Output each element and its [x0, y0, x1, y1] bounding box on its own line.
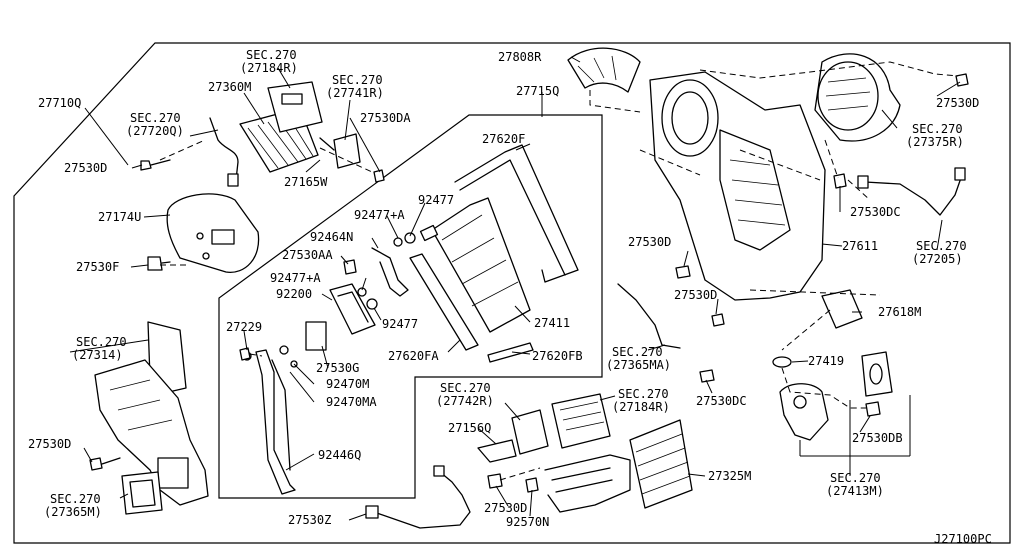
label-27530D-tr: 27530D: [936, 96, 979, 110]
dashed-guides: [159, 61, 959, 481]
label-27618M: 27618M: [878, 305, 921, 319]
label-sec-270-a: SEC.270: [246, 48, 297, 62]
label-27314: (27314): [72, 348, 123, 362]
label-27411: 27411: [534, 316, 570, 330]
expansion-valve-92200: [305, 283, 376, 351]
label-27530D-c: 27530D: [628, 235, 671, 249]
label-27620FA: 27620FA: [388, 349, 439, 363]
label-27530DA: 27530DA: [360, 111, 411, 125]
label-27156Q: 27156Q: [448, 421, 491, 435]
label-sec-270-e: SEC.270: [50, 492, 101, 506]
label-27413M: (27413M): [826, 484, 884, 498]
harness-27530Z: [365, 465, 471, 529]
bracket-27620F: [454, 144, 579, 283]
duct-27314: [94, 321, 209, 506]
label-92570N: 92570N: [506, 515, 549, 529]
pipe-92446Q: [255, 349, 296, 495]
actuator-27741R: [319, 133, 361, 169]
label-sec-270-k: SEC.270: [618, 387, 669, 401]
label-27620FB: 27620FB: [532, 349, 583, 363]
label-27360M: 27360M: [208, 80, 251, 94]
pipe-92464N: [371, 224, 439, 297]
leader-lines: [69, 56, 961, 521]
label-27710Q: 27710Q: [38, 96, 81, 110]
label-27620F: 27620F: [482, 132, 525, 146]
label-27174U: 27174U: [98, 210, 141, 224]
blower-fan-27375R: [814, 53, 901, 142]
label-sec-270-f: SEC.270: [912, 122, 963, 136]
seal-27620FA: [409, 253, 479, 351]
housing-27611: [649, 71, 826, 301]
harness-27205: [857, 167, 966, 216]
label-27530DB: 27530DB: [852, 431, 903, 445]
label-sec-270-h: SEC.270: [612, 345, 663, 359]
label-27720Q: (27720Q): [126, 124, 184, 138]
control-27742R: [511, 409, 549, 455]
label-92446Q: 92446Q: [318, 448, 361, 462]
diagram-code: J27100PC: [934, 532, 992, 546]
sensor-27720Q: [209, 117, 239, 187]
seal-27620FB: [487, 342, 534, 363]
label-27741R: (27741R): [326, 86, 384, 100]
label-27808R: 27808R: [498, 50, 542, 64]
label-27184R-a: (27184R): [240, 61, 298, 75]
label-27229: 27229: [226, 320, 262, 334]
label-92470MA: 92470MA: [326, 395, 377, 409]
label-sec-270-i: SEC.270: [830, 471, 881, 485]
label-sec-270-b: SEC.270: [332, 73, 383, 87]
actuator-27618M: [821, 289, 863, 329]
label-sec-270-j: SEC.270: [440, 381, 491, 395]
label-27530F: 27530F: [76, 260, 119, 274]
label-27375R: (27375R): [906, 135, 964, 149]
washer-27419: [772, 356, 792, 368]
label-92477-a: 92477: [418, 193, 454, 207]
evaporator-27411: [431, 197, 531, 333]
label-92470M: 92470M: [326, 377, 369, 391]
label-92464N: 92464N: [310, 230, 353, 244]
motor-27413M: [779, 383, 829, 441]
label-27530Z: 27530Z: [288, 513, 331, 527]
label-27530D-a: 27530D: [64, 161, 107, 175]
grommet: [861, 351, 893, 397]
duct-27808R: [567, 47, 641, 93]
label-sec-270-c: SEC.270: [130, 111, 181, 125]
part-labels: 27710Q SEC.270 (27184R) 27360M SEC.270 (…: [28, 48, 992, 546]
label-27715Q: 27715Q: [516, 84, 559, 98]
label-27530G: 27530G: [316, 361, 359, 375]
label-27325M: 27325M: [708, 469, 751, 483]
label-27530D-e: 27530D: [484, 501, 527, 515]
o-rings-92477: [279, 232, 416, 368]
evaporator-subframe: [218, 114, 603, 499]
label-27365MA: (27365MA): [606, 358, 671, 372]
label-27611: 27611: [842, 239, 878, 253]
label-sec-270-g: SEC.270: [916, 239, 967, 253]
label-27530D-b: 27530D: [28, 437, 71, 451]
label-92477A-b: 92477+A: [270, 271, 321, 285]
heater-core-27325M: [544, 419, 693, 513]
label-27184R-b: (27184R): [612, 400, 670, 414]
seal-27365M: [121, 471, 163, 515]
label-27530D-d: 27530D: [674, 288, 717, 302]
label-27365M: (27365M): [44, 505, 102, 519]
label-27419: 27419: [808, 354, 844, 368]
label-sec-270-d: SEC.270: [76, 335, 127, 349]
label-92200: 92200: [276, 287, 312, 301]
outer-frame: [13, 42, 1011, 544]
control-27184Rb: [551, 393, 611, 449]
label-27205: (27205): [912, 252, 963, 266]
label-27530DC-a: 27530DC: [850, 205, 901, 219]
link-27156Q: [477, 439, 517, 463]
label-92477-b: 92477: [382, 317, 418, 331]
label-27165W: 27165W: [284, 175, 328, 189]
hose-27365MA: [617, 283, 681, 349]
label-27742R: (27742R): [436, 394, 494, 408]
label-27530DC-b: 27530DC: [696, 394, 747, 408]
bolts: [89, 73, 969, 493]
label-92477A-a: 92477+A: [354, 208, 405, 222]
cover-27174U: [166, 193, 260, 273]
control-unit-27184R: [267, 81, 323, 133]
label-27530AA: 27530AA: [282, 248, 333, 262]
